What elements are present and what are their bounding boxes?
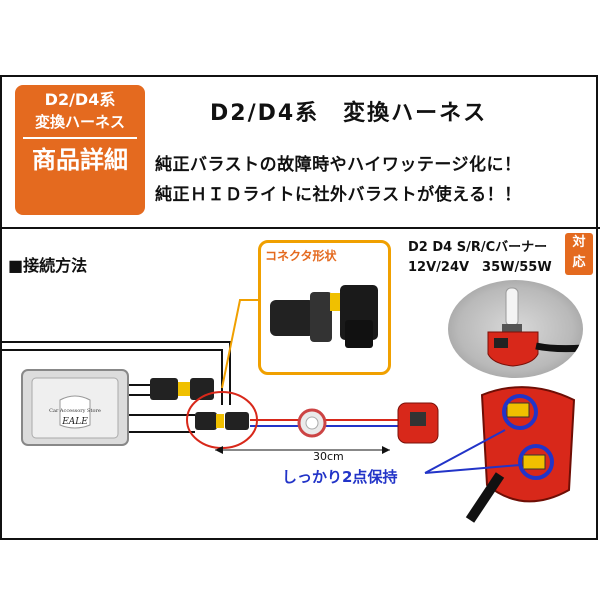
section-divider [0, 227, 600, 229]
spec-line-2: 12V/24V 35W/55W [408, 260, 552, 275]
subtitle-1: 純正バラストの故障時やハイワッテージ化に！ [155, 155, 522, 175]
harness-length: 30cm [313, 450, 344, 463]
hold-point-2 [518, 444, 554, 480]
ballast-connector-seal [178, 382, 190, 396]
compatible-badge-text: 対応 [572, 235, 586, 270]
spec-line-1: D2 D4 S/R/Cバーナー [408, 240, 548, 255]
badge-line-3: 商品詳細 [23, 137, 137, 175]
compatible-badge: 対応 [565, 233, 593, 275]
ballast-brand-top: Car Accessory Store [49, 408, 101, 414]
ballast-brand: EALE [61, 417, 88, 427]
two-point-hold-label: しっかり2点保持 [282, 468, 398, 486]
product-frame [0, 75, 598, 540]
product-detail-badge: D2/D4系 変換ハーネス 商品詳細 [15, 85, 145, 215]
subtitle-2: 純正ＨＩＤライトに社外バラストが使える！！ [155, 185, 522, 205]
connector-shape-illustration [270, 285, 378, 348]
burner-bulb-icon [487, 287, 583, 367]
connector-shape-label: コネクタ形状 [265, 249, 337, 263]
ballast-connector [150, 378, 178, 400]
burner-photo [448, 280, 583, 378]
burner-socket-large [465, 386, 576, 523]
badge-line-1: D2/D4系 [44, 90, 116, 109]
connection-heading: ■接続方法 [8, 256, 88, 275]
hold-point-1 [502, 394, 538, 430]
badge-line-2: 変換ハーネス [34, 113, 125, 131]
page-title: D2/D4系 変換ハーネス [210, 101, 488, 126]
ballast-unit: Car Accessory Store EALE [21, 369, 129, 446]
